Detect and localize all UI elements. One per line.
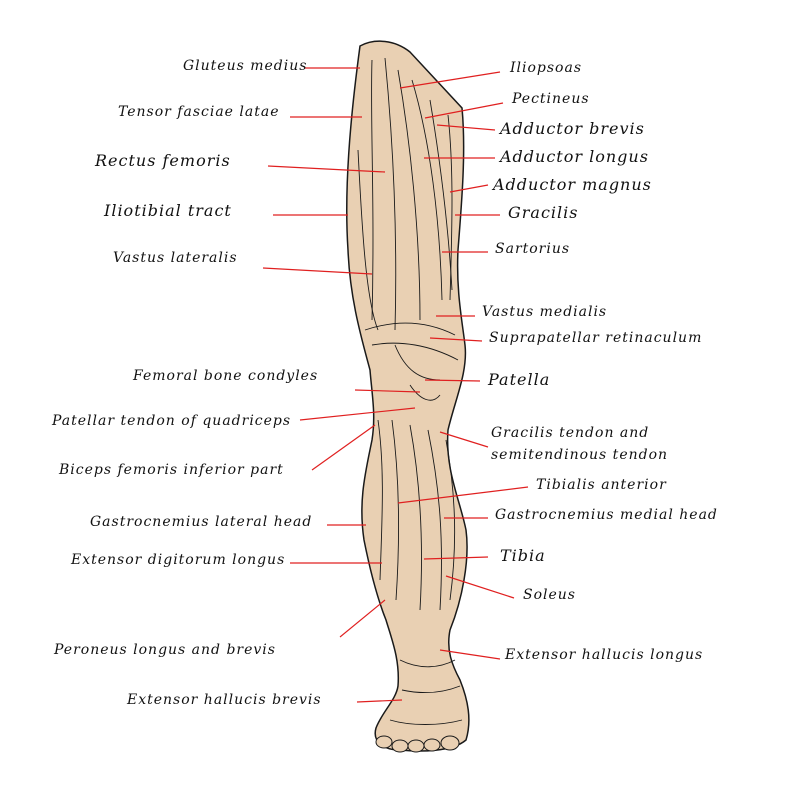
label-gastrocnemius-lateral-head: Gastrocnemius lateral head	[90, 514, 313, 530]
label-suprapatellar-retinaculum: Suprapatellar retinaculum	[489, 330, 703, 346]
label-gluteus-medius: Gluteus medius	[183, 58, 308, 74]
leader-line	[423, 556, 489, 560]
label-adductor-magnus: Adductor magnus	[493, 175, 652, 194]
label-pectineus: Pectineus	[512, 91, 590, 107]
label-gracilis-tendon-line1: Gracilis tendon and	[491, 425, 650, 441]
label-peroneus-longus-brevis: Peroneus longus and brevis	[54, 642, 276, 658]
label-sartorius: Sartorius	[495, 241, 571, 257]
leader-line	[424, 102, 504, 119]
label-adductor-brevis: Adductor brevis	[500, 119, 645, 138]
leader-line	[424, 379, 481, 382]
leader-line	[439, 431, 489, 448]
leader-line	[311, 424, 376, 471]
label-gracilis-tendon-line2: semitendinous tendon	[491, 447, 669, 463]
leader-line	[267, 165, 386, 173]
label-femoral-bone-condyles: Femoral bone condyles	[133, 368, 319, 384]
leader-line	[299, 407, 416, 421]
label-tibialis-anterior: Tibialis anterior	[536, 477, 667, 493]
label-iliotibial-tract: Iliotibial tract	[104, 201, 232, 220]
label-vastus-medialis: Vastus medialis	[482, 304, 608, 320]
leg-silhouette	[346, 40, 470, 752]
leader-line	[445, 575, 515, 599]
label-tensor-fasciae-latae: Tensor fasciae latae	[118, 104, 280, 120]
label-patellar-tendon: Patellar tendon of quadriceps	[52, 413, 292, 429]
label-vastus-lateralis: Vastus lateralis	[113, 250, 238, 266]
leader-line	[356, 699, 403, 703]
leader-line	[339, 599, 386, 638]
label-rectus-femoris: Rectus femoris	[95, 151, 231, 170]
leader-line	[439, 649, 501, 660]
toes	[375, 735, 460, 753]
label-gastrocnemius-medial-head: Gastrocnemius medial head	[495, 507, 718, 523]
leader-lines-right	[397, 71, 529, 660]
leader-line	[449, 184, 489, 193]
label-biceps-femoris: Biceps femoris inferior part	[59, 462, 284, 478]
leader-line	[397, 486, 529, 504]
label-extensor-digitorum-longus: Extensor digitorum longus	[71, 552, 286, 568]
label-patella: Patella	[488, 370, 551, 389]
leader-line	[262, 267, 373, 275]
label-tibia: Tibia	[500, 546, 546, 565]
leader-line	[399, 71, 501, 89]
leg-illustration	[346, 40, 470, 753]
label-extensor-hallucis-longus: Extensor hallucis longus	[505, 647, 704, 663]
label-adductor-longus: Adductor longus	[500, 147, 649, 166]
label-soleus: Soleus	[523, 587, 576, 603]
label-iliopsoas: Iliopsoas	[510, 60, 583, 76]
leader-line	[354, 389, 421, 393]
leader-line	[436, 124, 496, 131]
leader-line	[429, 337, 483, 342]
label-gracilis: Gracilis	[508, 203, 579, 222]
label-extensor-hallucis-brevis: Extensor hallucis brevis	[127, 692, 322, 708]
leader-lines-left	[262, 67, 421, 703]
